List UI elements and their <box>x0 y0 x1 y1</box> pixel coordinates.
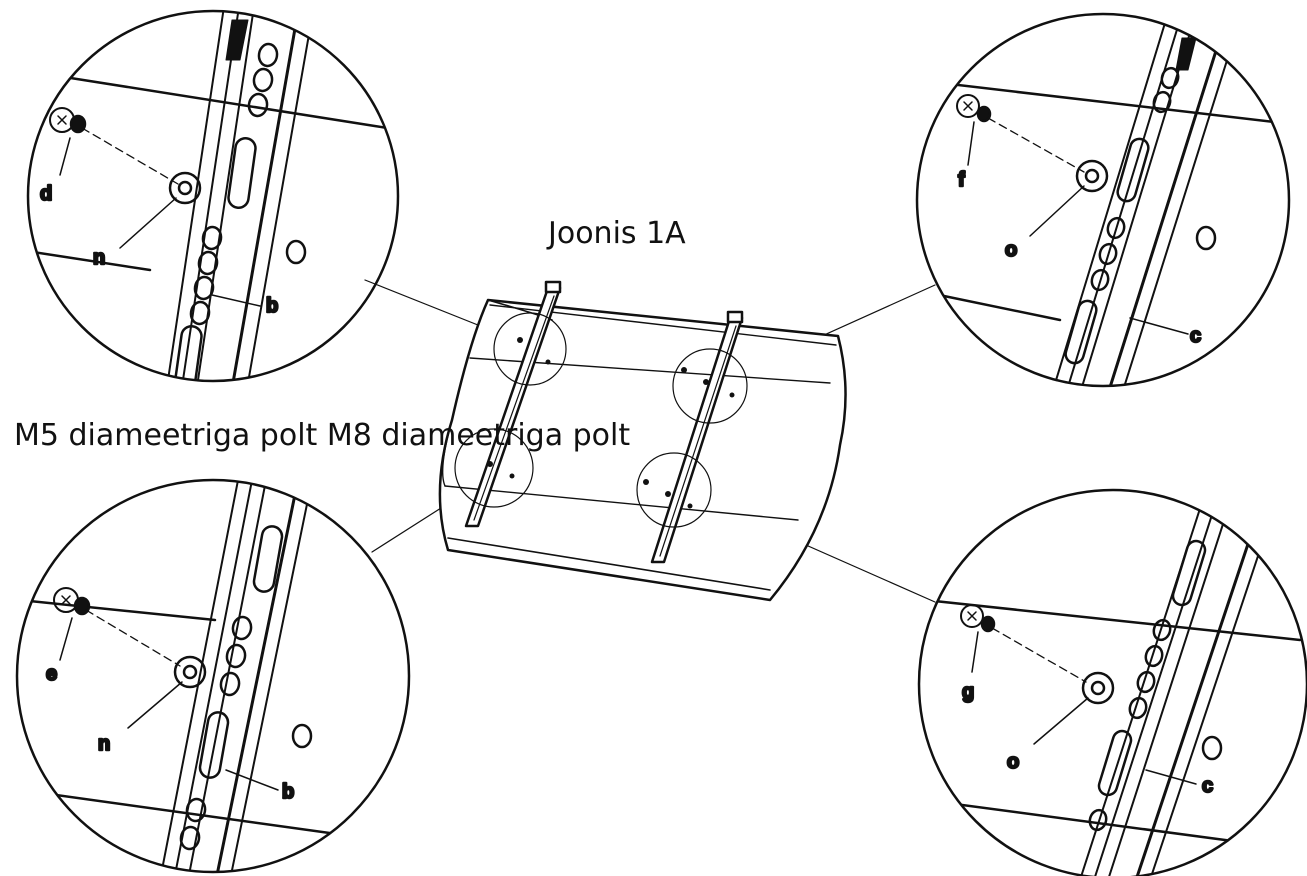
label-c-bottom: c <box>1202 775 1213 797</box>
label-n-bottom: n <box>98 733 110 755</box>
washer-n-icon <box>168 171 202 205</box>
label-f: f <box>958 169 965 191</box>
rail-c-top-right <box>1049 14 1247 386</box>
label-e: e <box>46 663 57 685</box>
label-c-top: c <box>1190 325 1201 347</box>
detail-top-left: d n b <box>26 9 400 383</box>
rail-holes-top-left <box>173 42 279 381</box>
washer-o-icon-top <box>1075 159 1109 193</box>
bolt-e-icon <box>53 587 91 616</box>
bolt-g-icon <box>960 604 996 633</box>
rail-holes-bottom-left <box>179 525 284 851</box>
rail-holes-top-right <box>1064 66 1180 365</box>
washer-o-icon-bottom <box>1081 671 1115 705</box>
detail-top-right: f o c <box>915 12 1291 388</box>
label-g: g <box>962 681 974 703</box>
label-n-top: n <box>93 247 105 269</box>
figure-title: Joonis 1A <box>548 216 686 251</box>
tv-mount-circles <box>454 312 748 528</box>
washer-n-icon-bottom <box>173 655 207 689</box>
label-b-bottom: b <box>282 781 294 803</box>
rail-holes-bottom-right <box>1088 539 1207 832</box>
label-o-top: o <box>1005 239 1017 261</box>
detail-bottom-right: g o c <box>917 488 1307 876</box>
label-b-top: b <box>266 295 278 317</box>
tv-rail-right <box>650 310 744 564</box>
bolt-d-icon <box>49 107 87 134</box>
bolt-f-icon <box>956 94 992 123</box>
label-d: d <box>40 183 52 205</box>
label-o-bottom: o <box>1007 751 1019 773</box>
tv-panel <box>438 298 847 602</box>
bolt-size-caption: M5 diameetriga polt M8 diameetriga polt <box>14 418 631 453</box>
detail-bottom-left: e n b <box>15 478 411 874</box>
tv-mount-points <box>487 337 735 509</box>
